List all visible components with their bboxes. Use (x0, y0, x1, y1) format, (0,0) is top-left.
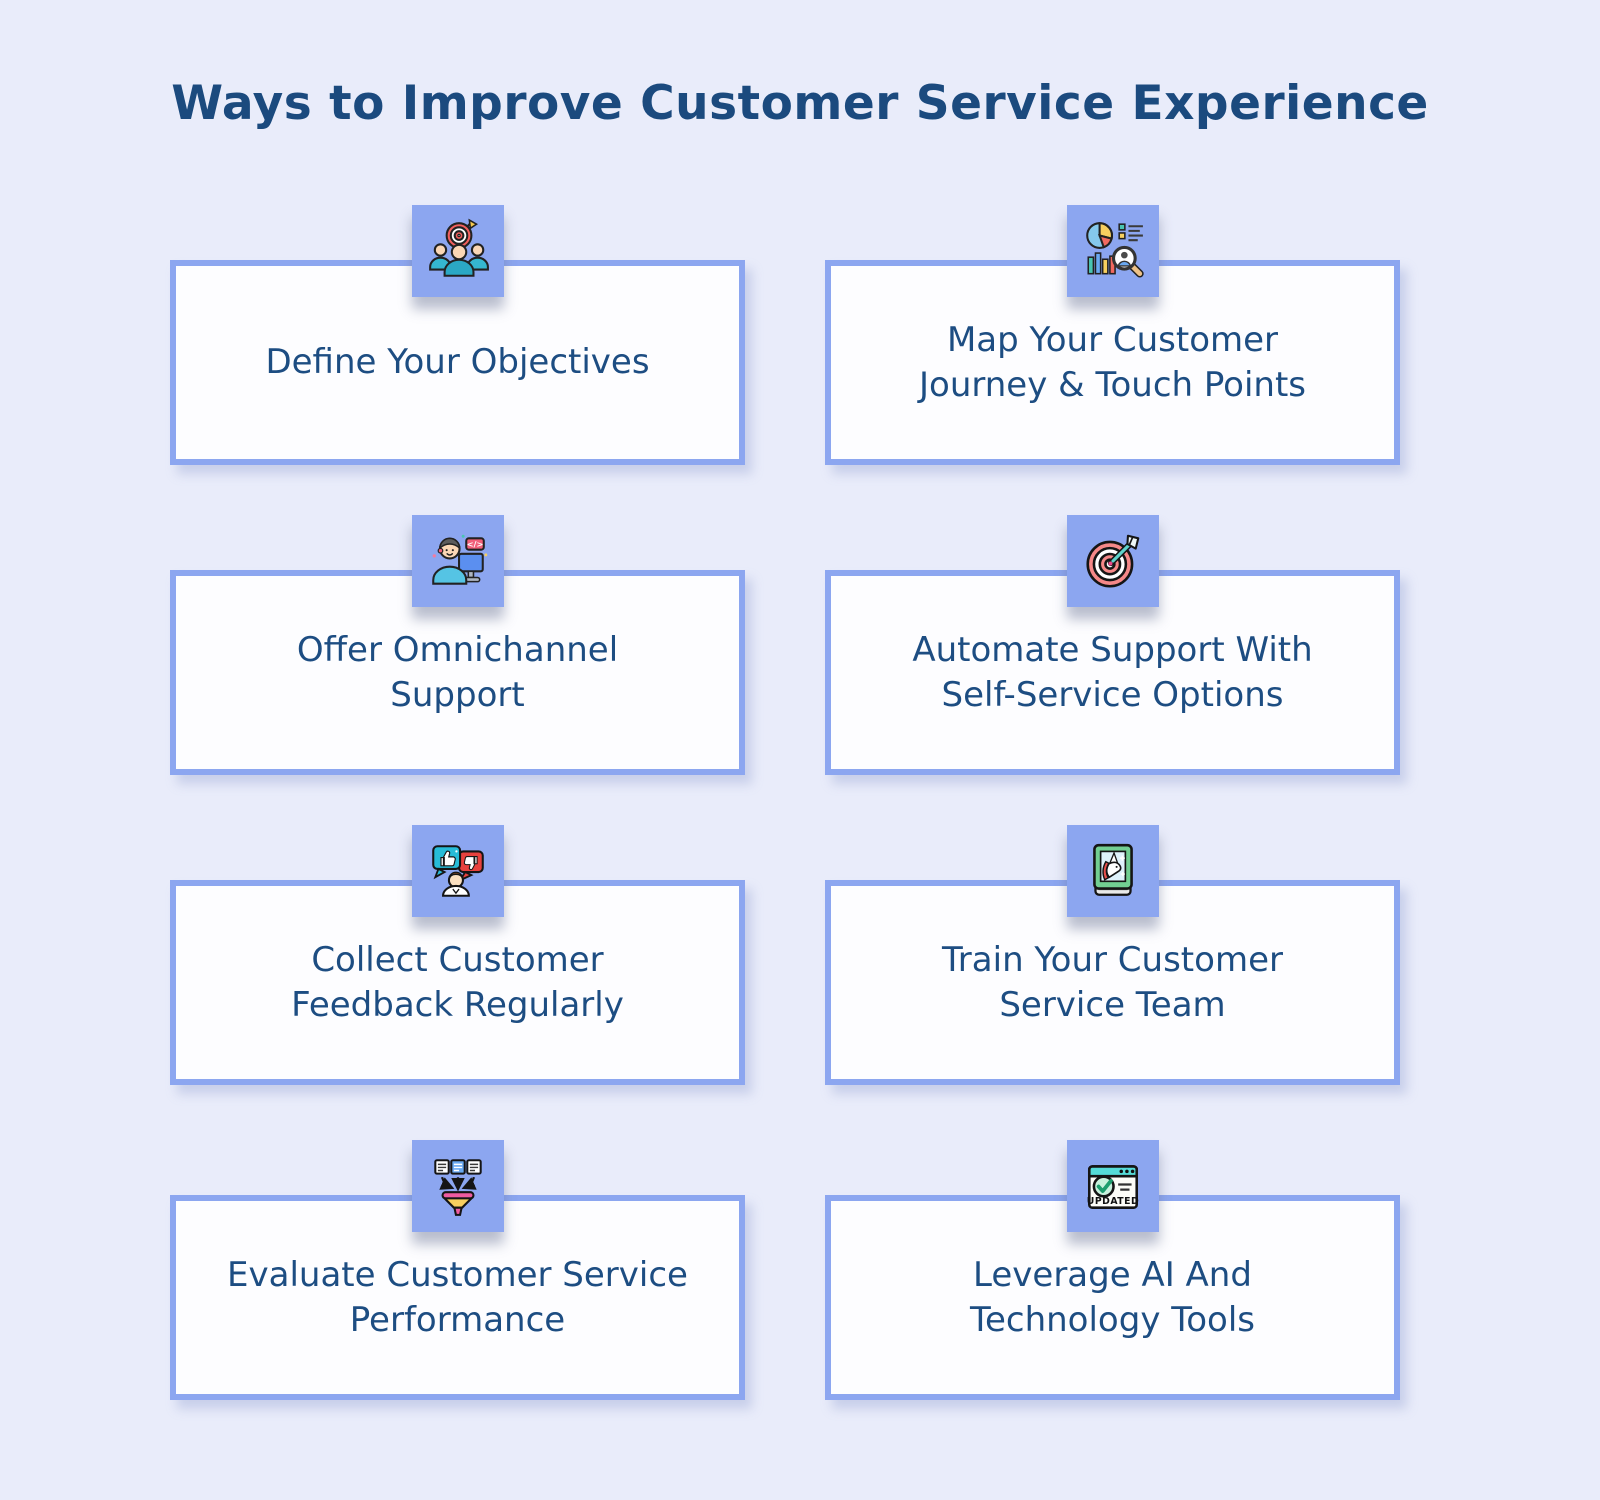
card-label: Automate Support With Self-Service Optio… (912, 630, 1313, 715)
card-label: Map Your Customer Journey & Touch Points (919, 320, 1306, 405)
card-label: Collect Customer Feedback Regularly (291, 940, 624, 1025)
icon-box (411, 825, 504, 917)
icon-box (411, 1140, 504, 1232)
card-automate-support: Automate Support With Self-Service Optio… (825, 515, 1400, 775)
page-title: Ways to Improve Customer Service Experie… (171, 76, 1429, 131)
card-define-objectives: Define Your Objectives (170, 205, 745, 465)
card-collect-feedback: Collect Customer Feedback Regularly (170, 825, 745, 1085)
icon-box: </> (411, 515, 504, 607)
card-label: Train Your Customer Service Team (942, 940, 1283, 1025)
icon-box (1066, 205, 1159, 297)
card-panel: Train Your Customer Service Team (825, 880, 1400, 1085)
card-train-team: Train Your Customer Service Team (825, 825, 1400, 1085)
card-label: Leverage AI And Technology Tools (969, 1255, 1255, 1340)
svg-text:</>: </> (466, 539, 483, 549)
team-target-icon (428, 218, 489, 277)
data-funnel-icon (433, 1159, 482, 1216)
target-dart-icon (1085, 534, 1139, 588)
card-evaluate-performance: Evaluate Customer Service Performance (170, 1140, 745, 1400)
icon-box (1066, 515, 1159, 607)
card-label: Offer Omnichannel Support (296, 630, 619, 715)
svg-text:UPDATED: UPDATED (1086, 1196, 1138, 1207)
updated-window-icon: UPDATED (1086, 1165, 1138, 1209)
icon-box (1066, 825, 1159, 917)
icon-box: UPDATED (1066, 1140, 1159, 1232)
feedback-bubbles-icon (431, 845, 484, 897)
card-leverage-ai: Leverage AI And Technology Tools UPDATED (825, 1140, 1400, 1400)
card-label: Evaluate Customer Service Performance (227, 1255, 688, 1340)
card-map-journey: Map Your Customer Journey & Touch Points (825, 205, 1400, 465)
icon-box (411, 205, 504, 297)
card-omnichannel-support: Offer Omnichannel Support </> (170, 515, 745, 775)
card-label: Define Your Objectives (265, 342, 650, 383)
card-panel: Automate Support With Self-Service Optio… (825, 570, 1400, 775)
training-book-icon (1092, 843, 1133, 896)
support-agent-icon: </> (431, 534, 487, 585)
analytics-research-icon (1085, 222, 1144, 278)
